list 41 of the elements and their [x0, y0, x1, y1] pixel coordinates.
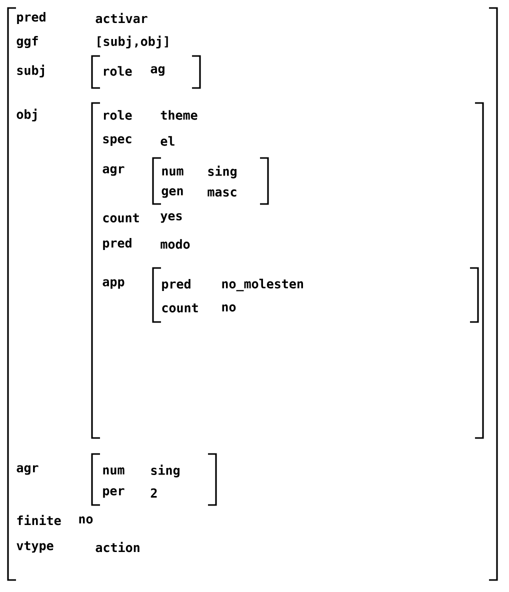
feature-text: agr [102, 166, 124, 176]
feature-text: pred [162, 278, 190, 292]
feature-text: spec [103, 136, 132, 146]
feature-text: finite [17, 514, 61, 526]
feature-text: masc [208, 189, 236, 197]
feature-text: role [104, 66, 132, 76]
feature-text: pred [17, 12, 46, 24]
matrix-bracket [7, 7, 498, 581]
feature-text: sing [208, 166, 236, 178]
feature-text: no [79, 516, 93, 524]
feature-text: no_molesten [222, 278, 303, 292]
feature-text: pred [103, 238, 132, 250]
feature-text: count [103, 214, 139, 222]
feature-text: gen [162, 188, 183, 198]
feature-text: ag [150, 66, 164, 76]
feature-text: modo [160, 239, 190, 249]
matrix-bracket [152, 267, 479, 323]
feature-text: agr [16, 465, 38, 475]
feature-text: count [162, 304, 198, 312]
feature-text: obj [16, 108, 36, 122]
feature-text: [subj,obj] [98, 36, 168, 48]
feature-text: 2 [150, 488, 157, 498]
feature-text: el [160, 136, 174, 146]
feature-text: activar [96, 12, 148, 24]
feature-text: ggf [16, 36, 38, 48]
feature-text: subj [17, 64, 44, 78]
feature-text: sing [151, 464, 180, 478]
feature-text: num [162, 168, 184, 176]
feature-text: app [102, 279, 124, 289]
matrix-bracket [152, 157, 269, 205]
feature-text: yes [160, 213, 182, 223]
feature-text: theme [160, 110, 198, 120]
feature-text: num [103, 467, 124, 475]
feature-text: per [103, 488, 124, 498]
matrix-bracket [91, 102, 484, 439]
matrix-bracket [91, 453, 217, 506]
feature-text: no [222, 304, 236, 312]
feature-text: vtype [16, 541, 54, 553]
feature-text: role [104, 110, 132, 120]
feature-text: action [96, 542, 140, 552]
matrix-bracket [91, 55, 201, 89]
